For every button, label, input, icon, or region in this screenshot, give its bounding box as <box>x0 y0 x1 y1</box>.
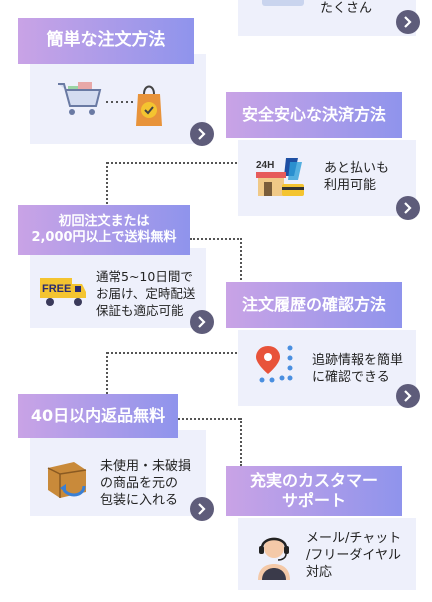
feature-desc: あと払いも 利用可能 <box>324 161 390 193</box>
payment-store-icon: 24H <box>256 158 304 196</box>
next-arrow-button[interactable] <box>190 310 214 334</box>
feature-card-variety <box>238 0 416 36</box>
next-arrow-button[interactable] <box>190 497 214 521</box>
headset-operator-icon <box>258 537 290 580</box>
feature-title: 40日以内返品無料 <box>18 394 178 438</box>
connector-line <box>106 162 108 204</box>
free-truck-icon: FREE <box>40 278 86 306</box>
next-arrow-button[interactable] <box>396 384 420 408</box>
connector-line <box>106 352 108 394</box>
feature-desc: 未使用・未破損 の商品を元の 包装に入れる <box>100 459 192 508</box>
connector-line <box>190 238 242 240</box>
feature-title: 注文履歴の確認方法 <box>226 282 402 328</box>
feature-card-order <box>30 54 206 144</box>
feature-title: 充実のカスタマー サポート <box>226 466 402 516</box>
cart-to-bag-icon <box>58 82 162 126</box>
chevron-right-icon <box>198 316 206 328</box>
connector-line <box>107 162 237 164</box>
connector-line <box>240 418 242 466</box>
feature-title: 初回注文または 2,000円以上で送料無料 <box>18 205 190 255</box>
chevron-right-icon <box>198 128 206 140</box>
svg-text:FREE: FREE <box>42 283 71 295</box>
chevron-right-icon <box>404 16 412 28</box>
connector-line <box>240 238 242 280</box>
map-pin-icon <box>256 345 293 383</box>
svg-text:24H: 24H <box>256 160 274 171</box>
connector-line <box>107 352 237 354</box>
next-arrow-button[interactable] <box>190 122 214 146</box>
box-icon <box>262 0 304 6</box>
feature-desc: 通常5~10日間で お届け、定時配送 保証も適応可能 <box>96 269 196 318</box>
feature-desc: メール/チャット /フリーダイヤル 対応 <box>306 531 402 580</box>
connector-line <box>178 418 240 420</box>
next-arrow-button[interactable] <box>396 10 420 34</box>
return-box-icon <box>47 462 87 498</box>
feature-desc: 追跡情報を簡単 に確認できる <box>312 353 404 385</box>
chevron-right-icon <box>404 390 412 402</box>
feature-title: 安全安心な決済方法 <box>226 92 402 138</box>
next-arrow-button[interactable] <box>396 196 420 220</box>
chevron-right-icon <box>404 202 412 214</box>
feature-title: 簡単な注文方法 <box>18 18 194 64</box>
chevron-right-icon <box>198 503 206 515</box>
feature-desc: たくさん <box>320 1 373 16</box>
